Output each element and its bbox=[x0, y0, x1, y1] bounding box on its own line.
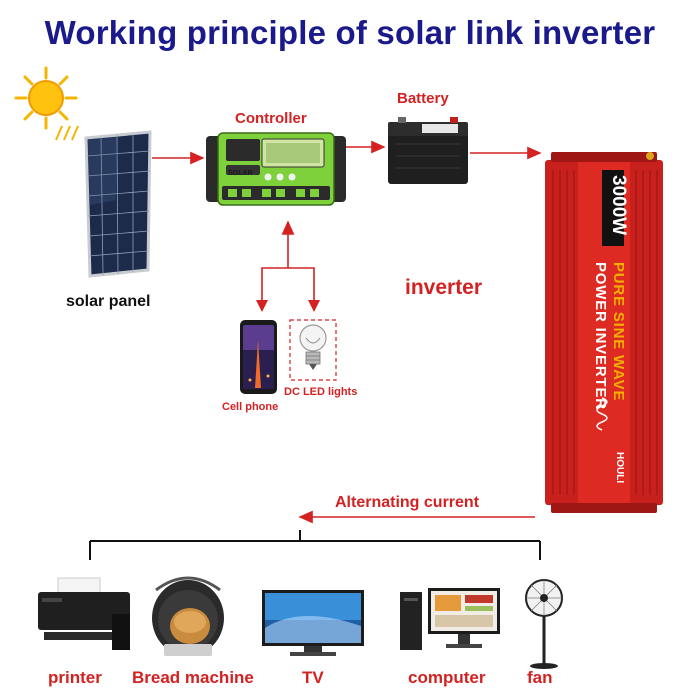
controller-dc-branch bbox=[261, 220, 315, 310]
charge-controller-icon bbox=[206, 132, 346, 206]
arrow-to-phone bbox=[256, 300, 268, 312]
tv-icon bbox=[262, 590, 364, 656]
cell-phone-icon bbox=[240, 320, 277, 394]
arrow-to-led bbox=[308, 300, 320, 312]
inverter-label: inverter bbox=[405, 276, 483, 299]
inverter-device-icon bbox=[545, 152, 663, 513]
printer-icon bbox=[38, 577, 130, 650]
controller-label: Controller bbox=[235, 110, 307, 127]
tv-label: TV bbox=[302, 668, 324, 687]
fan-label: fan bbox=[527, 668, 553, 687]
solar-panel-label: solar panel bbox=[66, 293, 151, 310]
computer-icon bbox=[400, 588, 500, 650]
fan-icon bbox=[525, 579, 563, 669]
inverter-labels: 3000W PURE SINE WAVE POWER INVERTER HOUL… bbox=[592, 175, 629, 483]
inverter-line1-text: PURE SINE WAVE bbox=[610, 262, 627, 401]
bread-machine-icon bbox=[152, 576, 224, 656]
alternating-current-label: Alternating current bbox=[335, 494, 480, 511]
inverter-brand-text: HOULI bbox=[614, 452, 625, 483]
dc-led-label: DC LED lights bbox=[284, 386, 358, 398]
printer-label: printer bbox=[48, 668, 102, 687]
battery-label: Battery bbox=[397, 90, 449, 107]
ac-distribution-bus bbox=[89, 530, 541, 560]
page-title: Working principle of solar link inverter bbox=[44, 14, 656, 51]
computer-label: computer bbox=[408, 668, 486, 687]
solar-panel-icon bbox=[84, 130, 152, 278]
sun-icon bbox=[14, 66, 79, 141]
led-bulb-icon bbox=[289, 319, 337, 381]
controller-badge-text: SOLAR bbox=[228, 170, 253, 177]
cell-phone-label: Cell phone bbox=[222, 401, 279, 413]
inverter-wattage-text: 3000W bbox=[608, 175, 629, 235]
inverter-line2-text: POWER INVERTER bbox=[592, 262, 609, 410]
bread-machine-label: Bread machine bbox=[132, 668, 254, 687]
battery-icon bbox=[388, 117, 468, 184]
